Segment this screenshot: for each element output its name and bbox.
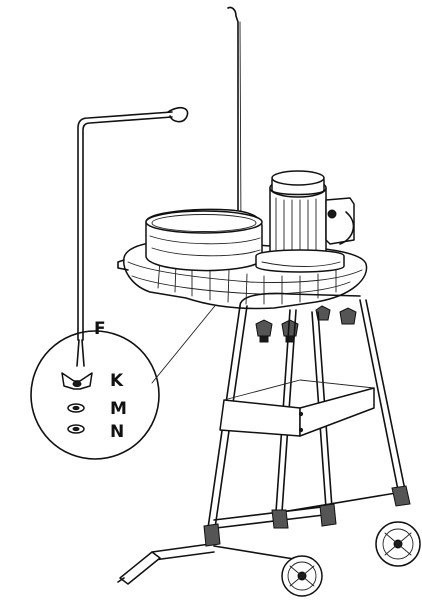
hooked-rod-f [76,106,189,367]
mounting-knobs [255,305,357,343]
wheel-rear [375,521,421,567]
detail-circle [30,279,237,460]
callout-m: M [110,399,127,419]
inlet-cylinder [145,208,263,272]
callout-k: K [110,371,124,391]
leg-clamps [203,485,411,547]
callout-f: F [94,319,106,339]
tall-rod [227,6,242,236]
stand-frame [151,292,406,561]
motor [255,170,355,273]
wheel-front [281,555,323,597]
callout-n: N [110,422,124,442]
pull-handle [117,551,161,585]
